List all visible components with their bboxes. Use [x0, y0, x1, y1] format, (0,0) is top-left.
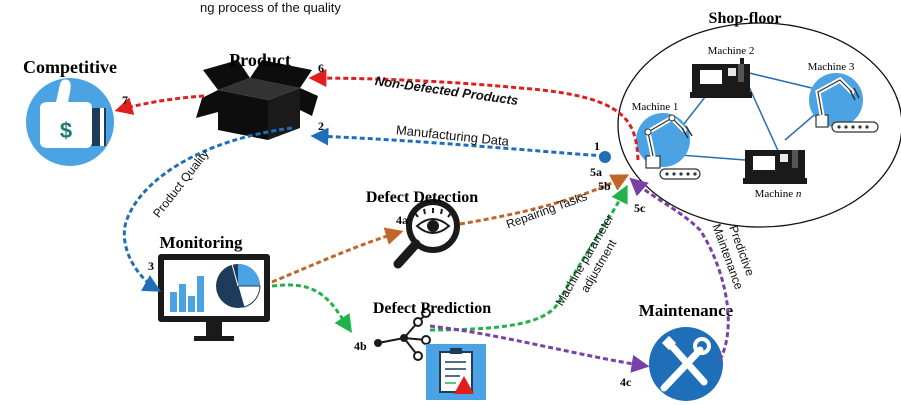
machine-1-robot-icon: [636, 113, 701, 180]
clipboard-report-icon: [426, 344, 486, 400]
machine-2-label: Machine 2: [708, 45, 755, 57]
magnifier-eye-icon: [393, 199, 460, 269]
repairing-tasks-label: Repairing Tasks: [504, 189, 589, 231]
machine-parameter-flow: [429, 184, 628, 332]
step-5c: 5c: [634, 201, 646, 215]
machine-2-cnc-icon: [690, 58, 752, 98]
step-4b: 4b: [354, 339, 367, 353]
thumbs-up-dollar-icon: $: [26, 78, 114, 166]
step-1: 1: [594, 139, 600, 153]
monitoring-title: Monitoring: [159, 233, 243, 252]
monitoring-to-prediction-flow: [271, 283, 352, 333]
machine-3-robot-icon: [809, 73, 879, 133]
product-quality-flow: [122, 126, 293, 292]
defect-prediction-title: Defect Prediction: [373, 300, 491, 317]
machine-1-label: Machine 1: [632, 101, 679, 113]
repairing-tasks-flow: [459, 174, 630, 226]
monitoring-to-detection-flow: [271, 227, 404, 284]
maintenance-title: Maintenance: [639, 301, 734, 320]
step-6: 6: [318, 61, 324, 75]
shopfloor-ellipse: [617, 22, 901, 228]
wrench-screwdriver-icon: [649, 327, 723, 401]
defect-detection-title: Defect Detection: [366, 189, 478, 206]
manufacturing-data-flow: [310, 127, 605, 158]
step-5b: 5b: [598, 179, 611, 193]
open-box-icon: [196, 60, 318, 140]
shopfloor-title: Shop-floor: [709, 10, 782, 27]
prediction-tree-icon: [374, 308, 431, 361]
data-source-node: [599, 151, 611, 163]
competitive-flow: [114, 94, 205, 115]
step-7: 7: [122, 93, 128, 107]
machine-3-label: Machine 3: [808, 61, 855, 73]
competitive-title: Competitive: [23, 57, 117, 77]
header-text: ng process of the quality: [200, 0, 341, 15]
product-title: Product: [229, 50, 291, 70]
non-defected-label: Non-Defected Products: [374, 73, 519, 108]
machine-n-label: Machine n: [755, 188, 802, 200]
product-quality-label: Product Quality: [150, 147, 212, 220]
shopfloor-group: Shop-floor Machine 1: [617, 10, 901, 228]
step-2: 2: [318, 119, 324, 133]
prediction-to-maintenance-flow: [429, 324, 650, 373]
predictive-maintenance-flow: [629, 177, 730, 361]
manufacturing-data-label: Manufacturing Data: [395, 122, 510, 149]
monitor-chart-icon: [158, 254, 270, 341]
non-defected-flow: [308, 69, 640, 161]
dollar-symbol: $: [60, 118, 72, 143]
step-3: 3: [148, 259, 154, 273]
step-5a: 5a: [590, 165, 602, 179]
step-4a: 4a: [396, 213, 408, 227]
step-4c: 4c: [620, 375, 632, 389]
machine-n-cnc-icon: [743, 150, 807, 184]
